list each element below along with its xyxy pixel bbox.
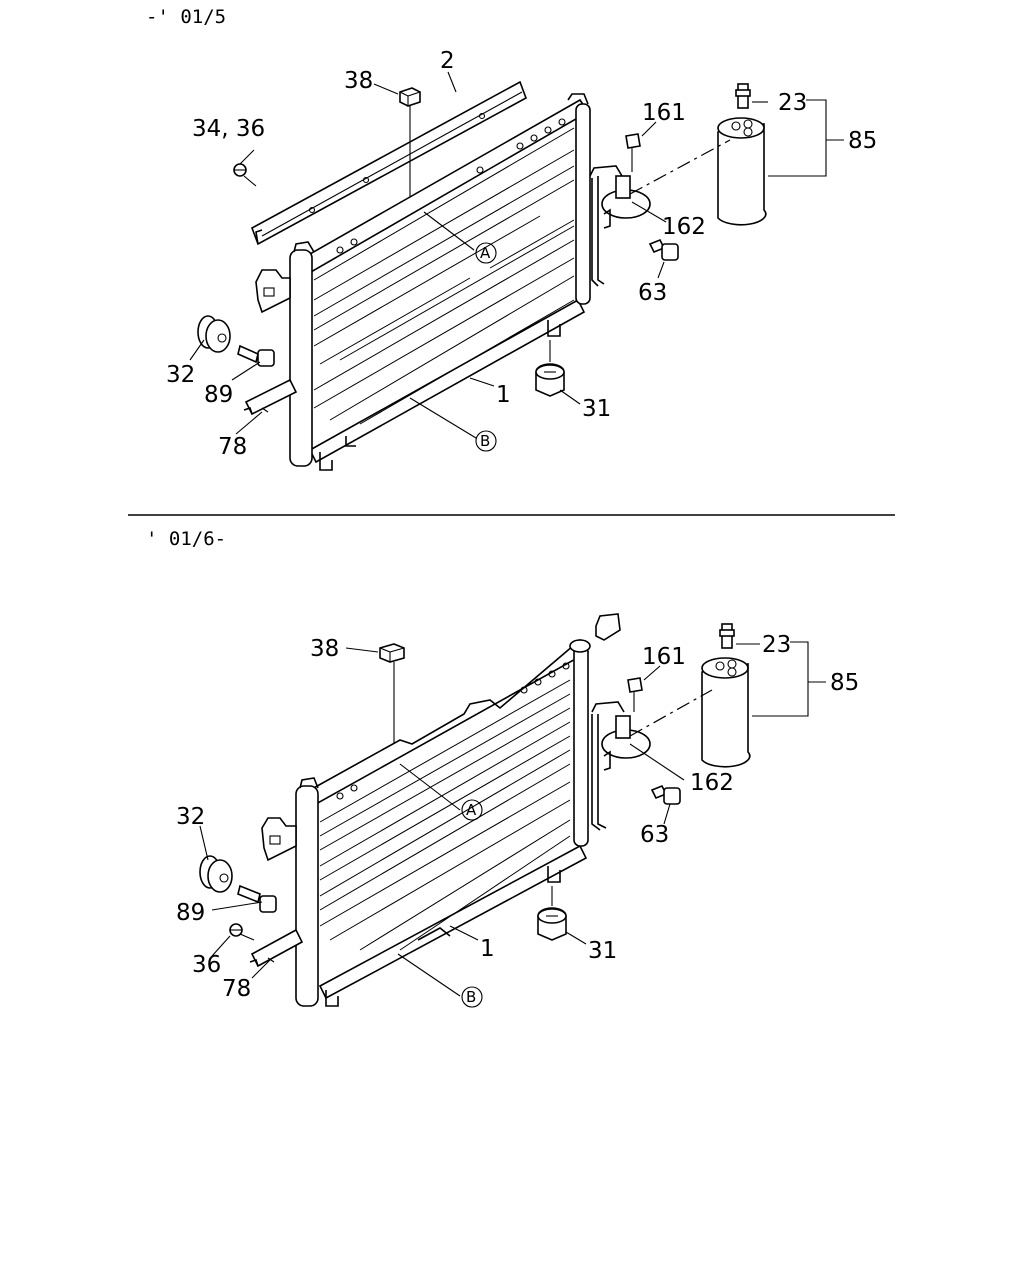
label-31-late: 31 bbox=[588, 938, 617, 964]
receiver-piping-late bbox=[591, 677, 681, 831]
callout-b-early: B bbox=[480, 432, 490, 450]
section-header-late: ' 01/6- bbox=[146, 528, 226, 550]
label-23-late: 23 bbox=[762, 632, 791, 658]
cushion-38-late bbox=[379, 643, 405, 758]
label-85: 85 bbox=[848, 128, 877, 154]
condenser-core-late bbox=[249, 613, 621, 1007]
label-89: 89 bbox=[204, 382, 233, 408]
label-162-late: 162 bbox=[690, 770, 734, 796]
label-89-late: 89 bbox=[176, 900, 205, 926]
receiver-piping bbox=[589, 133, 679, 287]
screw-36 bbox=[229, 923, 255, 941]
section-late: ' 01/6- bbox=[146, 528, 859, 1008]
label-36-late: 36 bbox=[192, 952, 221, 978]
label-38: 38 bbox=[344, 68, 373, 94]
label-38-late: 38 bbox=[310, 636, 339, 662]
label-63-late: 63 bbox=[640, 822, 669, 848]
label-32: 32 bbox=[166, 362, 195, 388]
label-23: 23 bbox=[778, 90, 807, 116]
left-mount-parts-late bbox=[199, 817, 297, 913]
label-32-late: 32 bbox=[176, 804, 205, 830]
condenser-core bbox=[243, 93, 591, 471]
label-1-late: 1 bbox=[480, 936, 495, 962]
receiver-drier-85-late bbox=[701, 623, 751, 768]
screw-34-36 bbox=[233, 163, 257, 187]
label-162: 162 bbox=[662, 214, 706, 240]
section-header-early: -' 01/5 bbox=[146, 6, 226, 28]
label-161-late: 161 bbox=[642, 644, 686, 670]
label-78-late: 78 bbox=[222, 976, 251, 1002]
label-78: 78 bbox=[218, 434, 247, 460]
label-85-late: 85 bbox=[830, 670, 859, 696]
label-31: 31 bbox=[582, 396, 611, 422]
receiver-drier-85 bbox=[717, 83, 767, 226]
label-63: 63 bbox=[638, 280, 667, 306]
upper-bracket bbox=[251, 80, 527, 246]
label-161: 161 bbox=[642, 100, 686, 126]
cushion-31-late bbox=[537, 886, 567, 941]
callout-b-late: B bbox=[466, 988, 476, 1006]
label-2: 2 bbox=[440, 48, 455, 74]
callout-a-late: A bbox=[466, 801, 477, 819]
cushion-31 bbox=[535, 340, 565, 397]
cushion-38 bbox=[399, 87, 421, 212]
label-34-36: 34, 36 bbox=[192, 116, 265, 142]
section-early: -' 01/5 bbox=[146, 6, 877, 471]
leaders-late bbox=[199, 641, 826, 997]
callout-a-early: A bbox=[480, 244, 491, 262]
left-mount-parts bbox=[197, 269, 291, 367]
leaders-early bbox=[189, 71, 844, 439]
label-1: 1 bbox=[496, 382, 511, 408]
